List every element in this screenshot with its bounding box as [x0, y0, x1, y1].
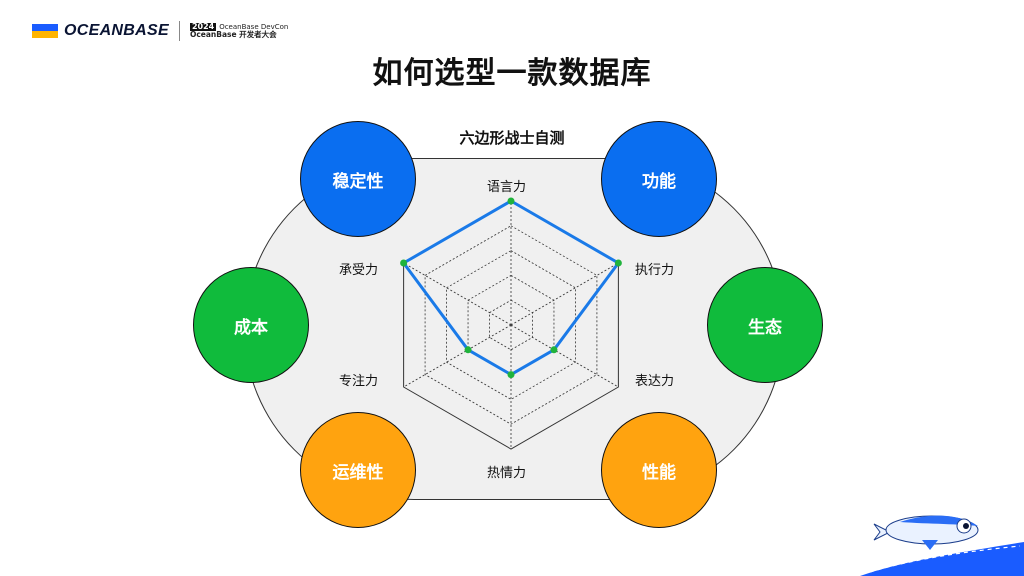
circle-label: 运维性 — [332, 462, 384, 483]
radar-spoke — [403, 324, 512, 388]
axis-label-4: 专注力 — [339, 374, 379, 389]
brand-name: OCEANBASE — [64, 22, 169, 39]
page-title: 如何选型一款数据库 — [372, 56, 652, 91]
circle-label: 生态 — [748, 317, 782, 338]
radar-spoke — [403, 262, 512, 326]
radar-grid-ring — [424, 225, 598, 425]
axis-label-0: 语言力 — [487, 180, 527, 195]
fish-icon — [873, 515, 979, 550]
radar-spoke — [510, 324, 619, 388]
event-line2: DevCon — [260, 23, 289, 31]
event-line3: OceanBase 开发者大会 — [189, 30, 277, 39]
circle-label: 功能 — [642, 171, 676, 192]
axis-label-5: 承受力 — [339, 263, 379, 278]
axis-label-3: 热情力 — [487, 466, 527, 481]
circle-label: 成本 — [234, 317, 268, 338]
radar-grid-ring — [446, 250, 576, 400]
event-line1: OceanBase — [219, 23, 259, 31]
event-year: 2024 — [189, 22, 217, 31]
radar-point — [614, 259, 622, 267]
axis-label-1: 执行力 — [635, 263, 675, 278]
circle-cost: 成本 — [193, 267, 309, 383]
decorative-fish-wave — [860, 515, 1024, 576]
axis-label-2: 表达力 — [635, 374, 675, 389]
circle-label: 稳定性 — [332, 171, 384, 192]
radar-point — [507, 371, 515, 379]
circle-operability: 运维性 — [300, 412, 416, 528]
circle-ecosystem: 生态 — [707, 267, 823, 383]
circle-features: 功能 — [601, 121, 717, 237]
wave-shape — [860, 542, 1024, 576]
circle-performance: 性能 — [601, 412, 717, 528]
oceanbase-logo-icon — [32, 24, 58, 38]
radar-spoke — [510, 262, 619, 326]
circle-label: 性能 — [642, 462, 676, 483]
circle-stability: 稳定性 — [300, 121, 416, 237]
radar-point — [400, 259, 408, 267]
header-divider — [178, 21, 180, 41]
chart-title: 六边形战士自测 — [459, 129, 565, 147]
radar-point — [507, 197, 515, 205]
radar-point — [464, 346, 472, 354]
radar-point — [550, 346, 558, 354]
